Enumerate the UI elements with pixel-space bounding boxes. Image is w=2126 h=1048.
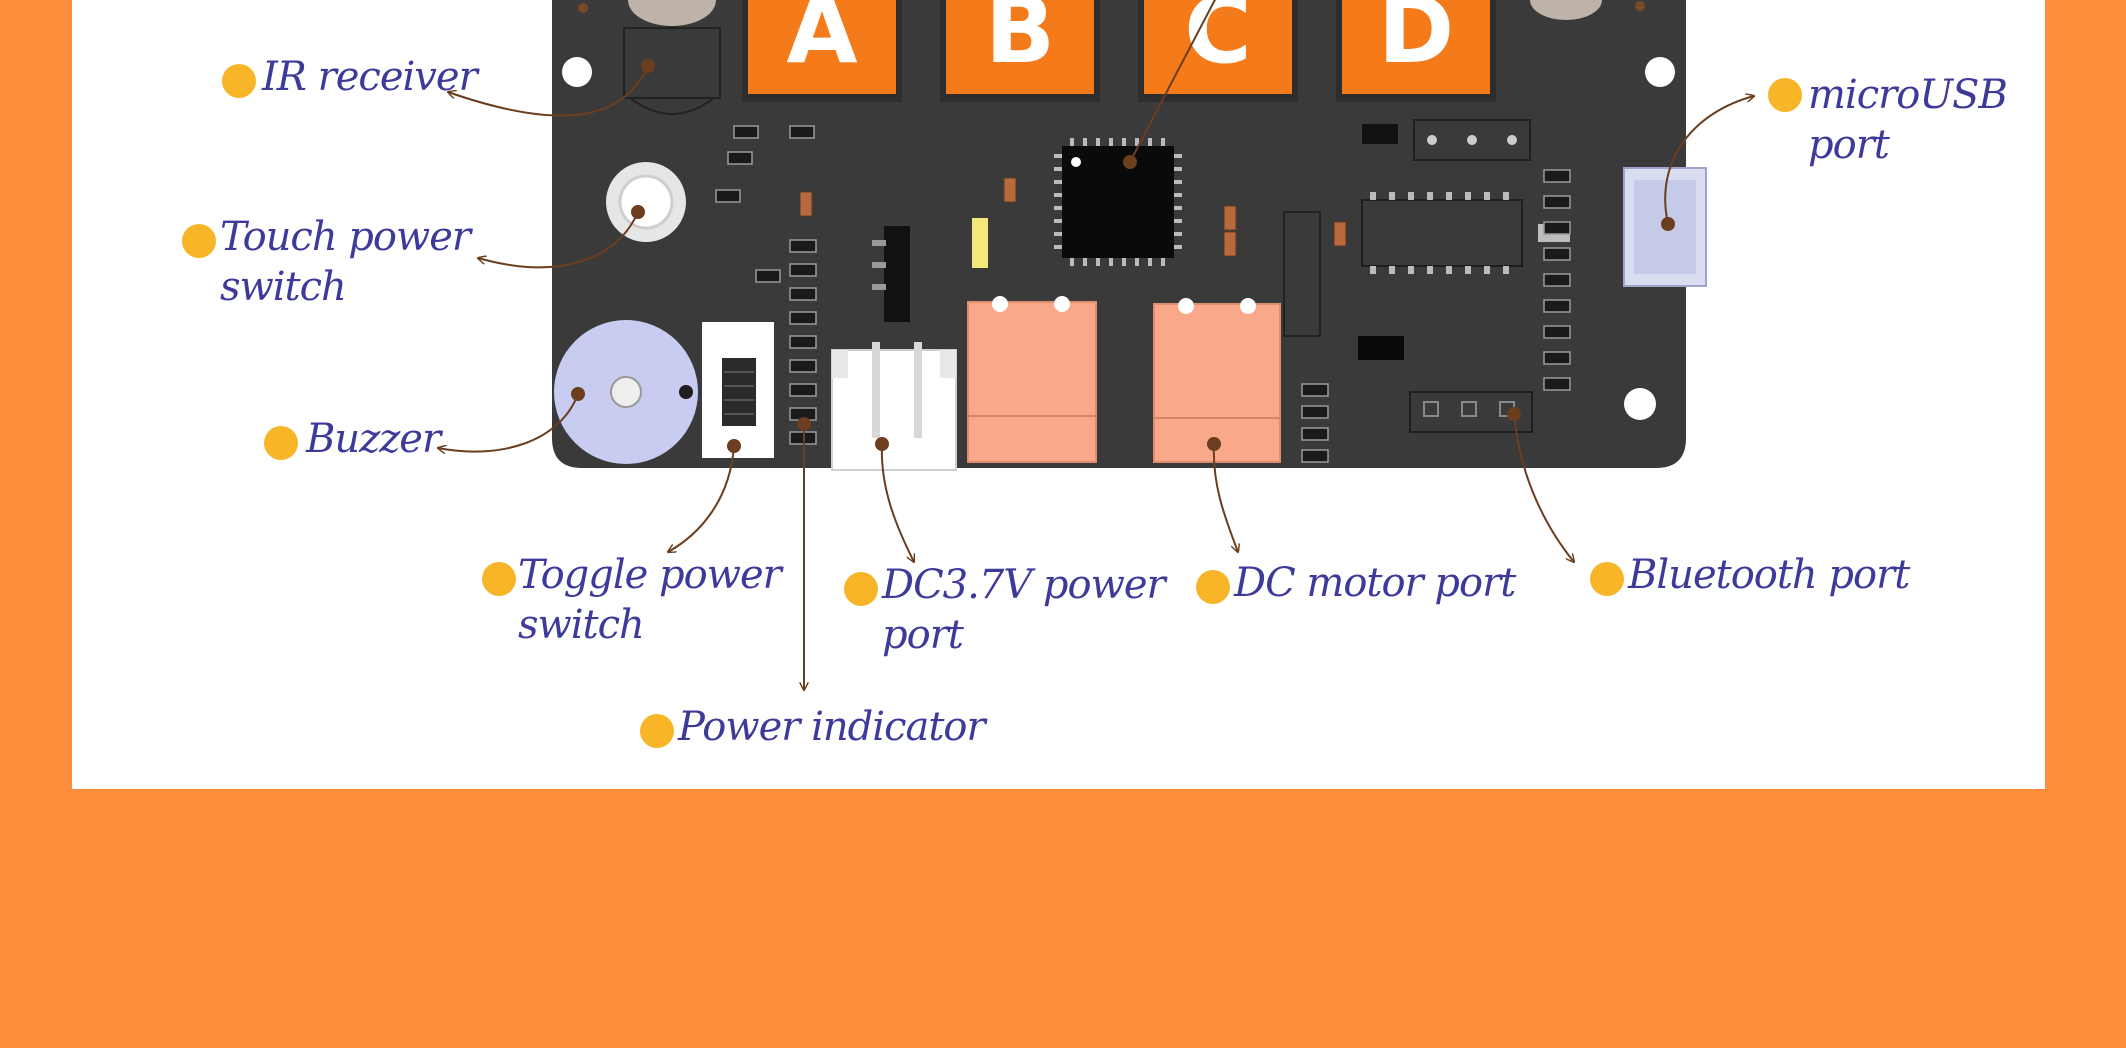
- label-dot: [640, 714, 674, 748]
- label-buzzer: Buzzer: [306, 416, 441, 462]
- leader-dc-motor-port: [1212, 443, 1238, 552]
- top-left-sensor: [628, 0, 716, 26]
- keycap-b: B: [940, 0, 1100, 102]
- dc-power-connector: [831, 342, 957, 471]
- label-power-indicator: Power indicator: [678, 704, 986, 750]
- label-dot: [1768, 78, 1802, 112]
- mounting-hole: [1624, 388, 1656, 420]
- leader-microusb-port: [1664, 96, 1754, 225]
- buzzer-component: [554, 320, 698, 464]
- anchor-dots: [571, 59, 1675, 453]
- key-letter-c: C: [1184, 0, 1252, 84]
- leader-bluetooth-port: [1513, 413, 1574, 562]
- label-dot: [182, 224, 216, 258]
- label-dot: [264, 426, 298, 460]
- motor-port-right: [1153, 298, 1281, 463]
- leader-chip: [1129, 0, 1216, 163]
- mounting-hole: [562, 57, 592, 87]
- keycap-a: A: [742, 0, 902, 102]
- label-microusb-port: microUSB port: [1808, 72, 2008, 168]
- label-ir-receiver: IR receiver: [262, 54, 478, 100]
- leader-touch-switch: [478, 211, 639, 269]
- label-toggle-power-switch: Toggle power switch: [518, 552, 782, 648]
- label-dot: [1196, 570, 1230, 604]
- label-dot: [1590, 562, 1624, 596]
- label-dot: [222, 64, 256, 98]
- key-letter-b: B: [985, 0, 1055, 84]
- keycap-d: D: [1336, 0, 1496, 102]
- key-letter-a: A: [786, 0, 857, 84]
- toggle-switch-component: [702, 322, 774, 458]
- top-right-sensor: [1530, 0, 1602, 20]
- leader-ir-receiver: [448, 65, 649, 117]
- mounting-hole: [1645, 57, 1675, 87]
- label-bluetooth-port: Bluetooth port: [1628, 552, 1910, 598]
- keycaps: A B C D: [742, 0, 1496, 102]
- leader-lines: [438, 0, 1754, 690]
- label-dc-power-port: DC3.7V power port: [882, 562, 1166, 658]
- mcu-chip: [1054, 138, 1182, 266]
- label-dc-motor-port: DC motor port: [1234, 560, 1516, 606]
- smd-components: [715, 125, 1571, 463]
- label-dot: [482, 562, 516, 596]
- motor-port-left: [967, 296, 1097, 463]
- key-letter-d: D: [1378, 0, 1454, 84]
- label-touch-power-switch: Touch power switch: [220, 214, 471, 310]
- leader-dc-power-port: [880, 443, 914, 562]
- label-dot: [844, 572, 878, 606]
- leader-buzzer: [438, 393, 579, 452]
- leader-toggle-switch: [668, 445, 735, 552]
- touch-switch-component: [606, 162, 686, 242]
- ir-receiver-component: [623, 27, 721, 115]
- keycap-c: C: [1138, 0, 1298, 102]
